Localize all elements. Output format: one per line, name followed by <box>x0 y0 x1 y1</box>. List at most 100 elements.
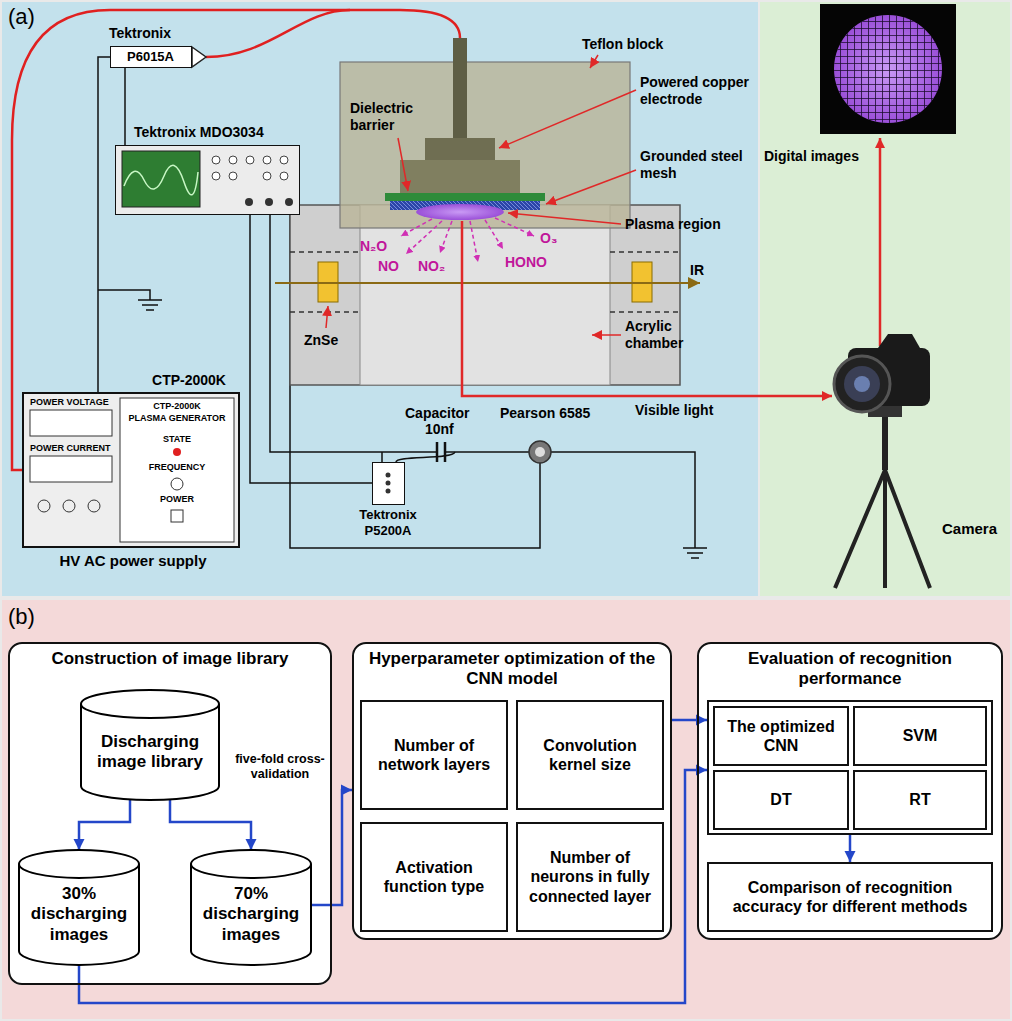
circuit-wires <box>551 452 695 548</box>
species-arrows <box>401 219 432 236</box>
connector <box>125 68 126 145</box>
capacitor-symbol <box>437 442 445 462</box>
text-slot: POWER VOLTAGE <box>30 397 122 408</box>
text-slot: FREQUENCY <box>122 462 232 473</box>
electrode-stack <box>385 38 545 220</box>
node-text: PLASMA GENERATOR <box>121 413 233 424</box>
process-panel: Hyperparameter optimization of the CNN m… <box>352 642 672 940</box>
device-detail <box>30 456 112 482</box>
node-text: 30% discharging images <box>22 884 136 945</box>
node-text: HV AC power supply <box>10 552 256 570</box>
digital-image <box>820 4 956 134</box>
node-text: Activation function type <box>366 858 502 896</box>
camera-body <box>854 376 870 392</box>
part-label: N₂O <box>360 238 400 255</box>
device-detail <box>229 156 237 164</box>
text-slot: Tektronix P5200A <box>345 507 431 538</box>
parameter-box: Number of network layers <box>360 700 508 810</box>
electrode-stack <box>385 193 545 201</box>
connector-line <box>124 68 126 145</box>
connector <box>312 785 352 906</box>
camera-body <box>834 356 890 412</box>
device-detail <box>265 198 273 206</box>
device-detail <box>280 156 288 164</box>
device-detail <box>122 151 200 207</box>
connector-line <box>170 800 251 850</box>
device-detail <box>30 410 112 436</box>
device-detail <box>171 478 183 490</box>
leader-lines <box>326 306 328 328</box>
tripod <box>882 415 888 470</box>
node-text: POWER <box>122 494 232 505</box>
device-detail <box>38 500 50 512</box>
parameter-box: Activation function type <box>360 822 508 932</box>
node-text: Convolution kernel size <box>522 736 658 774</box>
power-supply: CTP-2000KPOWER VOLTAGEPOWER CURRENTCTP-2… <box>22 392 240 548</box>
node-text: Construction of image library <box>14 649 326 669</box>
tripod <box>835 470 930 588</box>
node-text: STATE <box>122 434 232 445</box>
part-label: Capacitor <box>405 405 485 422</box>
device-detail <box>212 172 220 180</box>
box-fills <box>8 642 1003 985</box>
digital-image <box>834 15 942 123</box>
device-detail <box>212 156 220 164</box>
leader-lines <box>508 213 621 224</box>
part-label: Teflon block <box>582 36 692 53</box>
leader-lines <box>590 55 598 68</box>
connector <box>74 800 131 850</box>
panel-backgrounds <box>760 2 1010 596</box>
database-cylinder: Discharging image library <box>80 690 220 800</box>
acrylic-chamber <box>360 205 610 385</box>
text-slot: Tektronix MDO3034 <box>134 124 309 141</box>
part-label: O₃ <box>540 230 570 247</box>
node-text: SVM <box>903 726 938 745</box>
device-detail <box>280 172 288 180</box>
part-label: Powered copper electrode <box>640 74 756 108</box>
part-label: NO₂ <box>418 258 458 275</box>
part-label: Camera <box>942 520 1008 538</box>
connector-line <box>312 790 352 905</box>
ir-beam <box>275 282 700 284</box>
cylinder-outline <box>19 850 139 965</box>
camera-body <box>878 334 920 348</box>
species-arrows <box>495 218 534 236</box>
leader-lines <box>879 138 882 346</box>
circuit-wires <box>98 290 150 300</box>
text-slot: HV AC power supply <box>10 552 256 570</box>
connector-line <box>79 800 130 850</box>
text-slot: 70% discharging images <box>194 880 308 949</box>
node-text: CTP-2000K <box>134 372 244 389</box>
device-detail <box>386 473 391 478</box>
box-fill <box>697 642 1003 940</box>
acrylic-chamber <box>290 205 680 385</box>
electrode-stack <box>453 38 467 138</box>
text-slot: POWER <box>122 494 232 505</box>
connector <box>845 835 856 862</box>
circuit-wires <box>98 57 110 392</box>
process-panel: Construction of image libraryDischarging… <box>8 642 332 985</box>
panel-backgrounds <box>2 600 1010 1019</box>
node-text: RT <box>909 790 930 809</box>
node-text: CTP-2000K <box>122 401 232 412</box>
leader-lines <box>326 55 880 346</box>
text-slot: POWER CURRENT <box>30 443 122 454</box>
species-arrows <box>440 221 452 253</box>
node-text: Evaluation of recognition performance <box>703 649 997 690</box>
node-text: Tektronix MDO3034 <box>134 124 309 141</box>
text-slot: Evaluation of recognition performance <box>703 649 997 690</box>
text-slot: STATE <box>122 434 232 445</box>
leader-lines <box>592 334 621 336</box>
text-slot: P6015A <box>111 49 190 65</box>
voltage-probe: Tektronix P5200A <box>372 462 405 505</box>
device-detail <box>263 172 271 180</box>
device-detail <box>373 463 403 503</box>
text-slot: Hyperparameter optimization of the CNN m… <box>358 649 666 690</box>
text-slot: CTP-2000K <box>134 372 244 389</box>
text-slot: PLASMA GENERATOR <box>121 413 233 424</box>
device-detail <box>245 198 253 206</box>
circuit-wires <box>381 452 383 462</box>
parameter-box: Convolution kernel size <box>516 700 664 810</box>
